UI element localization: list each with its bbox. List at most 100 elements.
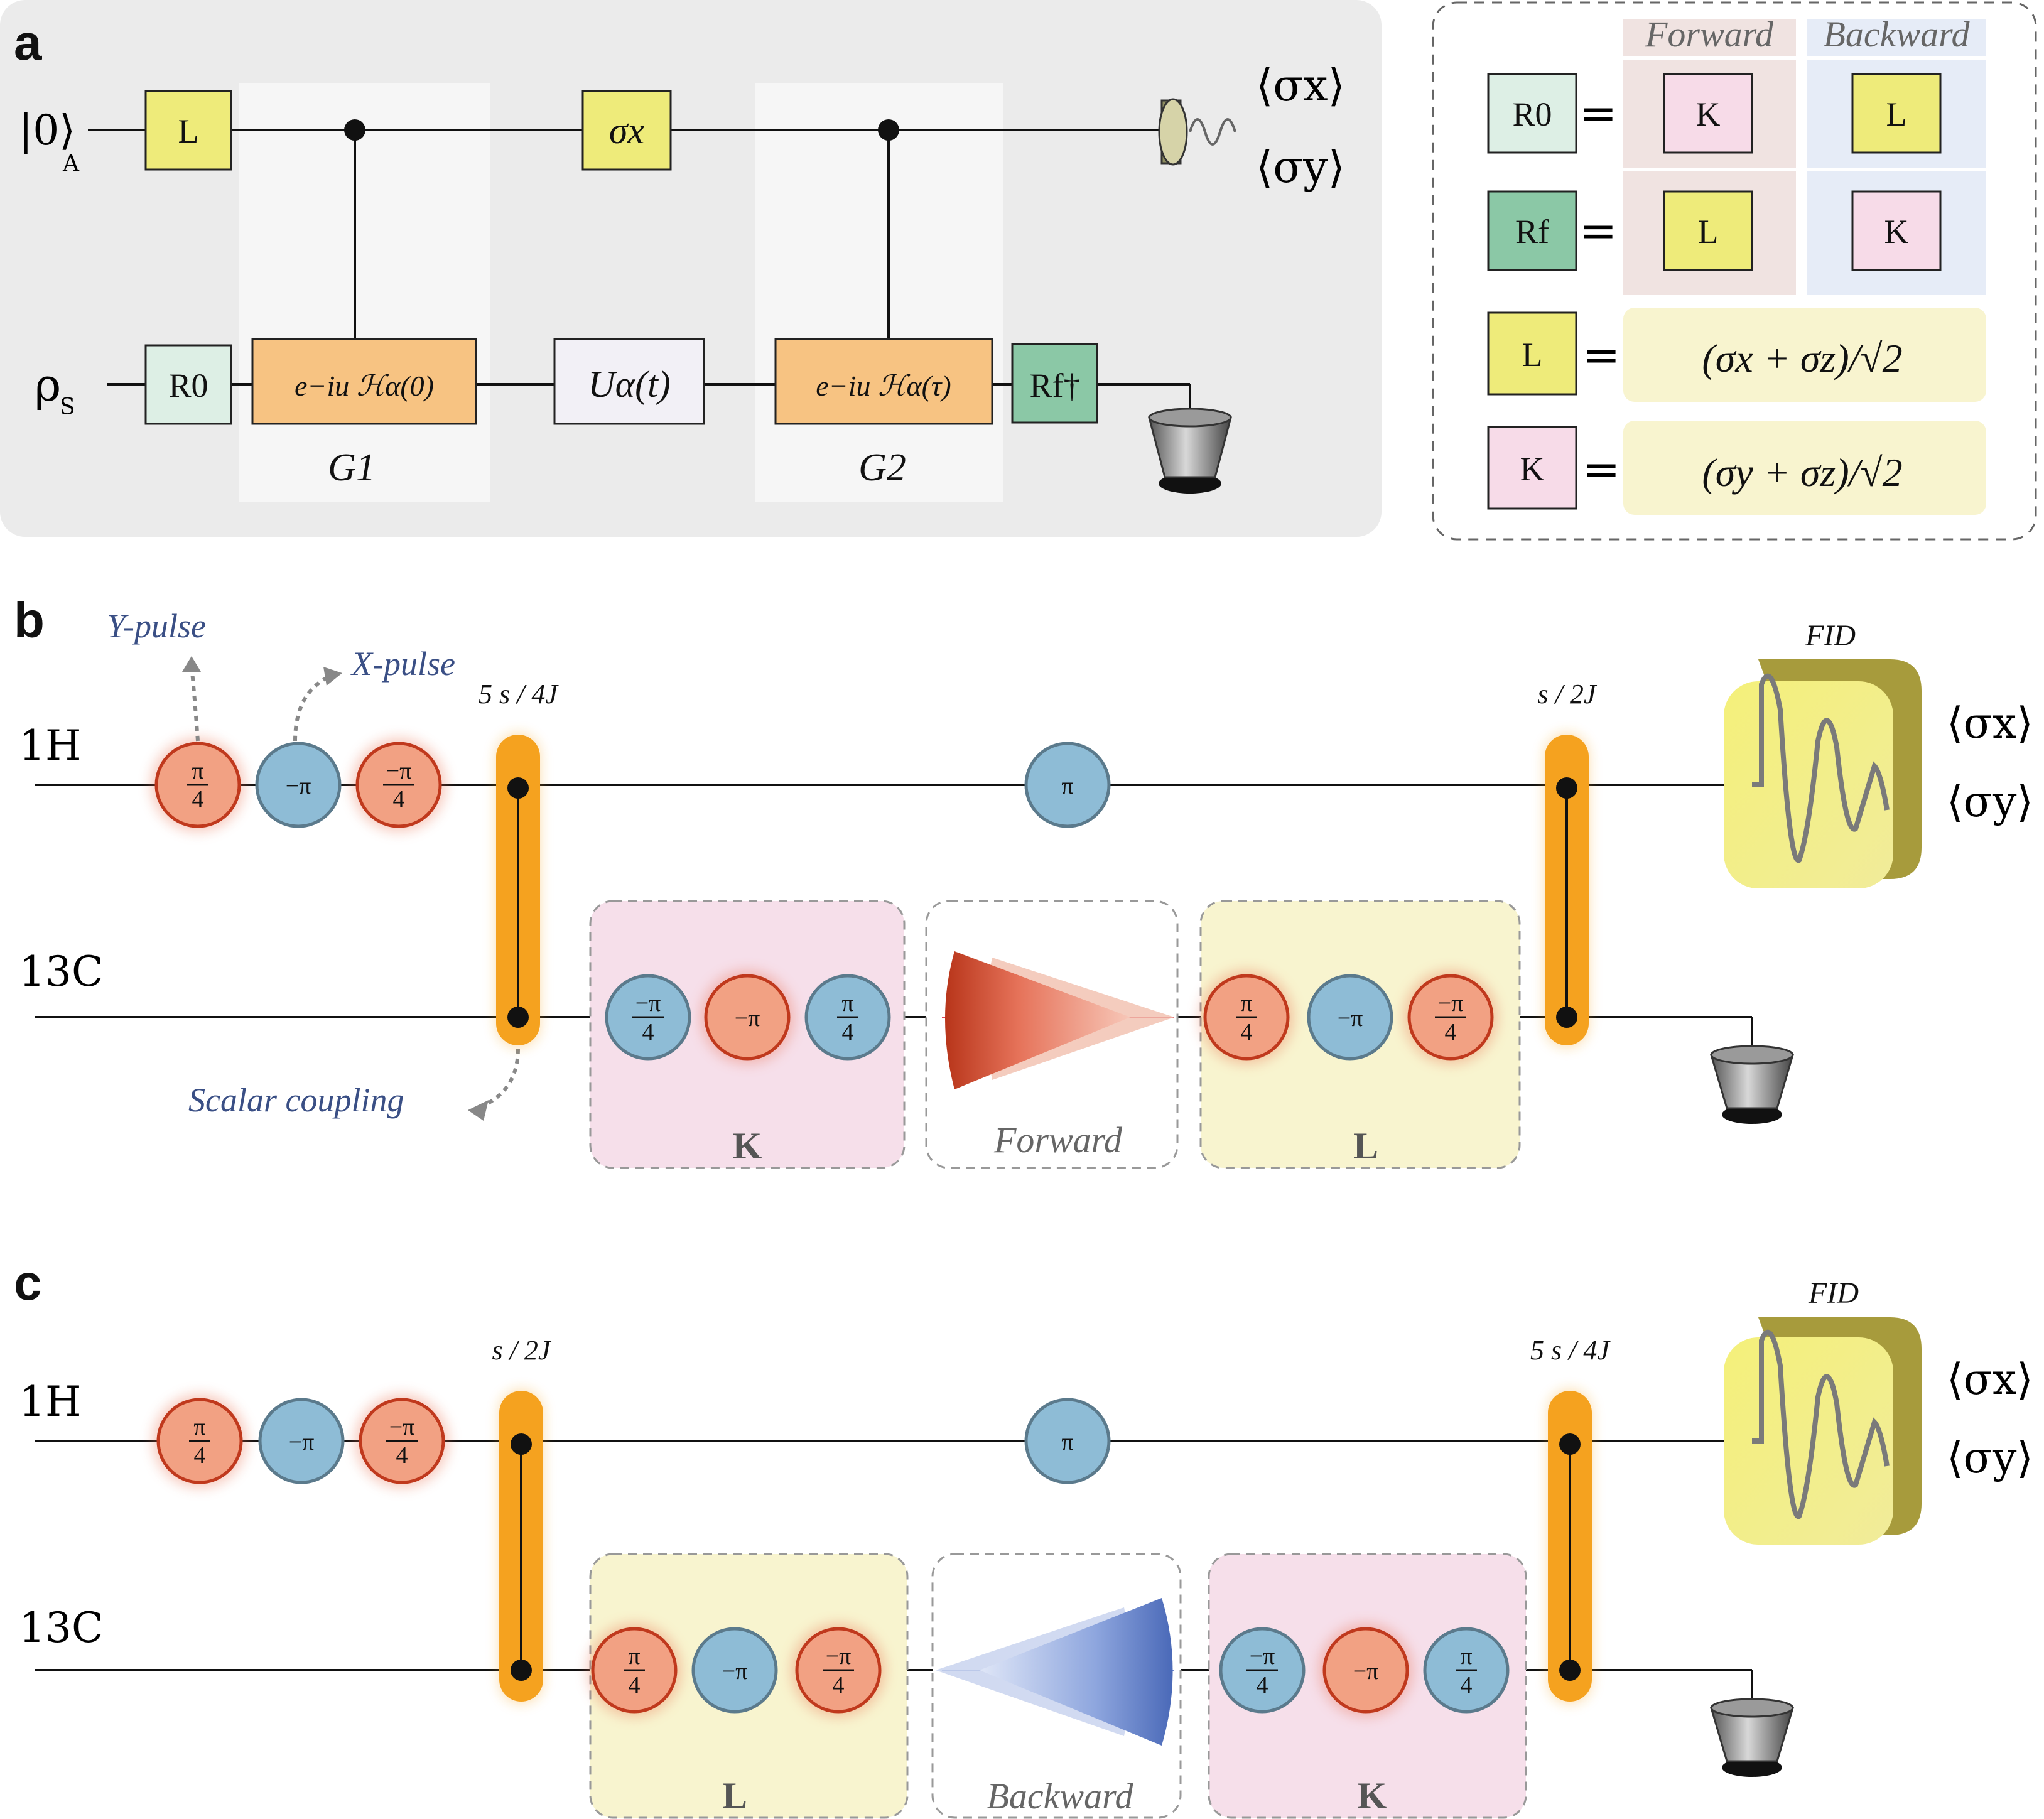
g2-label: G2 xyxy=(858,446,906,489)
gate-L xyxy=(144,90,232,171)
c-c-pulse-3: −π 4 xyxy=(791,1623,885,1717)
c-coupling-bar-1 xyxy=(499,1390,543,1703)
b-c-pulse-4-num: π xyxy=(1240,990,1252,1017)
b-x-pulse-arrow xyxy=(293,673,334,742)
gate-R0 xyxy=(144,344,232,425)
c-h-pulse-2: −π xyxy=(258,1398,345,1484)
legend-L-eq: = xyxy=(1582,328,1620,381)
c-c-pulse-2: −π xyxy=(691,1627,778,1714)
panel-label-a: a xyxy=(14,14,42,70)
legend-R0-backward-L-label: L xyxy=(1886,95,1907,133)
legend-K-def-bg xyxy=(1623,421,1986,515)
legend-col-backward: Backward xyxy=(1823,14,1970,55)
c-c-pulse-4-den: 4 xyxy=(1257,1672,1268,1698)
panel-a: a |0⟩ A ρ S L σx ⟨σx⟩ ⟨σy⟩ R0 xyxy=(0,0,1382,537)
c-backward-label: Backward xyxy=(987,1776,1133,1816)
g2-highlight xyxy=(755,83,1003,502)
c-measure-x: ⟨σx⟩ xyxy=(1947,1355,2033,1405)
c-measure-y: ⟨σy⟩ xyxy=(1947,1433,2033,1483)
c-h-pi-pulse-label: π xyxy=(1061,1429,1073,1455)
gate-Rf-dagger-label: Rf† xyxy=(1030,367,1081,404)
b-detector-icon xyxy=(1709,1045,1795,1124)
b-coupling-bar-1 xyxy=(496,733,540,1047)
c-h-pulse-1-den: 4 xyxy=(194,1442,206,1469)
b-c-pulse-2-label: −π xyxy=(735,1005,760,1032)
gate-exp-2 xyxy=(774,338,993,425)
b-forward-cone-icon xyxy=(942,951,1174,1089)
b-c-pulse-5-label: −π xyxy=(1338,1005,1363,1032)
gate-R0-label: R0 xyxy=(168,367,208,404)
c-H-label: 1H xyxy=(19,1378,82,1426)
c-c-pulse-1-den: 4 xyxy=(629,1672,641,1698)
legend-L-label: L xyxy=(1522,336,1543,374)
c-h-pi-pulse: π xyxy=(1024,1398,1111,1484)
c-c-pulse-6-num: π xyxy=(1460,1643,1472,1670)
legend-R0-label: R0 xyxy=(1512,95,1552,133)
c-fid-label: FID xyxy=(1808,1277,1859,1310)
c-coupling-bar-2 xyxy=(1548,1390,1592,1703)
c-c-pulse-6-den: 4 xyxy=(1461,1672,1473,1698)
gate-Rf-dagger xyxy=(1011,343,1098,424)
b-h-pulse-2-label: −π xyxy=(286,773,311,799)
b-coupling-bar-2 xyxy=(1545,733,1589,1047)
c-c-pulse-2-label: −π xyxy=(722,1658,748,1685)
c-h-pulse-3-den: 4 xyxy=(396,1442,408,1469)
legend-Rf-forward-L xyxy=(1663,190,1753,271)
c-fid-display-icon xyxy=(1724,1317,1922,1545)
legend-Rf-forward-L-label: L xyxy=(1698,213,1719,251)
b-c-pulse-5: −π xyxy=(1307,974,1393,1061)
b-fid-label: FID xyxy=(1805,619,1856,652)
ancilla-measure-x: ⟨σx⟩ xyxy=(1256,60,1345,111)
b-H-label: 1H xyxy=(19,721,82,770)
gate-U xyxy=(553,338,705,425)
g1-label: G1 xyxy=(328,446,376,489)
legend-K-gate xyxy=(1487,426,1577,510)
b-scalar-coupling-note: Scalar coupling xyxy=(188,1081,404,1119)
control-dot-1 xyxy=(344,119,365,141)
b-c-pulse-1-num: −π xyxy=(635,990,661,1017)
b-c-pulse-6-num: −π xyxy=(1438,990,1464,1017)
b-measure-y: ⟨σy⟩ xyxy=(1947,777,2033,827)
b-scalar-coupling-arrow xyxy=(476,1048,520,1110)
legend-L-def: (σx + σz)/√2 xyxy=(1702,336,1902,381)
b-y-pulse-arrow xyxy=(190,665,200,742)
b-x-pulse-note: X-pulse xyxy=(350,645,455,683)
legend-L-gate xyxy=(1487,311,1577,396)
c-c-pulse-5: −π xyxy=(1319,1623,1413,1717)
gate-exp-2-label: e−iu ℋα(τ) xyxy=(816,370,951,402)
ancilla-measure-y: ⟨σy⟩ xyxy=(1256,141,1345,193)
b-c-pulse-2: −π xyxy=(700,970,794,1064)
gate-U-label: Uα(t) xyxy=(588,364,670,405)
c-c-pulse-6: π 4 xyxy=(1423,1627,1510,1714)
c-K-box-label: K xyxy=(1358,1775,1387,1816)
c-c-pulse-1-num: π xyxy=(628,1643,640,1670)
legend-Rf-label: Rf xyxy=(1515,213,1549,251)
b-h-pulse-1-num: π xyxy=(192,758,203,784)
c-c-pulse-1: π 4 xyxy=(587,1623,681,1717)
gate-exp-1 xyxy=(251,338,477,425)
legend-Rf-backward-K xyxy=(1851,190,1942,271)
legend-R0-backward-L xyxy=(1851,73,1942,154)
c-h-pulse-3-num: −π xyxy=(389,1414,415,1440)
c-detector-icon xyxy=(1709,1698,1795,1777)
legend-Rf-backward-K-label: K xyxy=(1884,213,1909,251)
b-c-pulse-3-num: π xyxy=(841,990,853,1017)
b-h-pi-pulse-label: π xyxy=(1061,773,1073,799)
b-h-pulse-1-den: 4 xyxy=(192,786,204,812)
b-c-pulse-3-den: 4 xyxy=(842,1019,854,1045)
c-C-label: 13C xyxy=(19,1604,103,1652)
legend-border xyxy=(1432,1,2037,541)
c-c-pulse-4: −π 4 xyxy=(1219,1627,1306,1714)
legend-R0-forward-K xyxy=(1663,73,1753,154)
b-coupling-2-label: s / 2J xyxy=(1538,679,1598,710)
gate-L-label: L xyxy=(178,112,199,150)
ancilla-detector-icon xyxy=(1158,98,1236,166)
b-h-pulse-2: −π xyxy=(255,742,342,828)
b-c-pulse-3: π 4 xyxy=(804,974,891,1061)
c-c-pulse-3-den: 4 xyxy=(833,1672,845,1698)
legend-K-eq: = xyxy=(1582,443,1620,495)
legend-K-def: (σy + σz)/√2 xyxy=(1702,450,1902,495)
ancilla-label: |0⟩ xyxy=(19,106,75,154)
b-c-pulse-6: −π 4 xyxy=(1403,970,1498,1064)
system-detector-icon xyxy=(1148,408,1232,494)
